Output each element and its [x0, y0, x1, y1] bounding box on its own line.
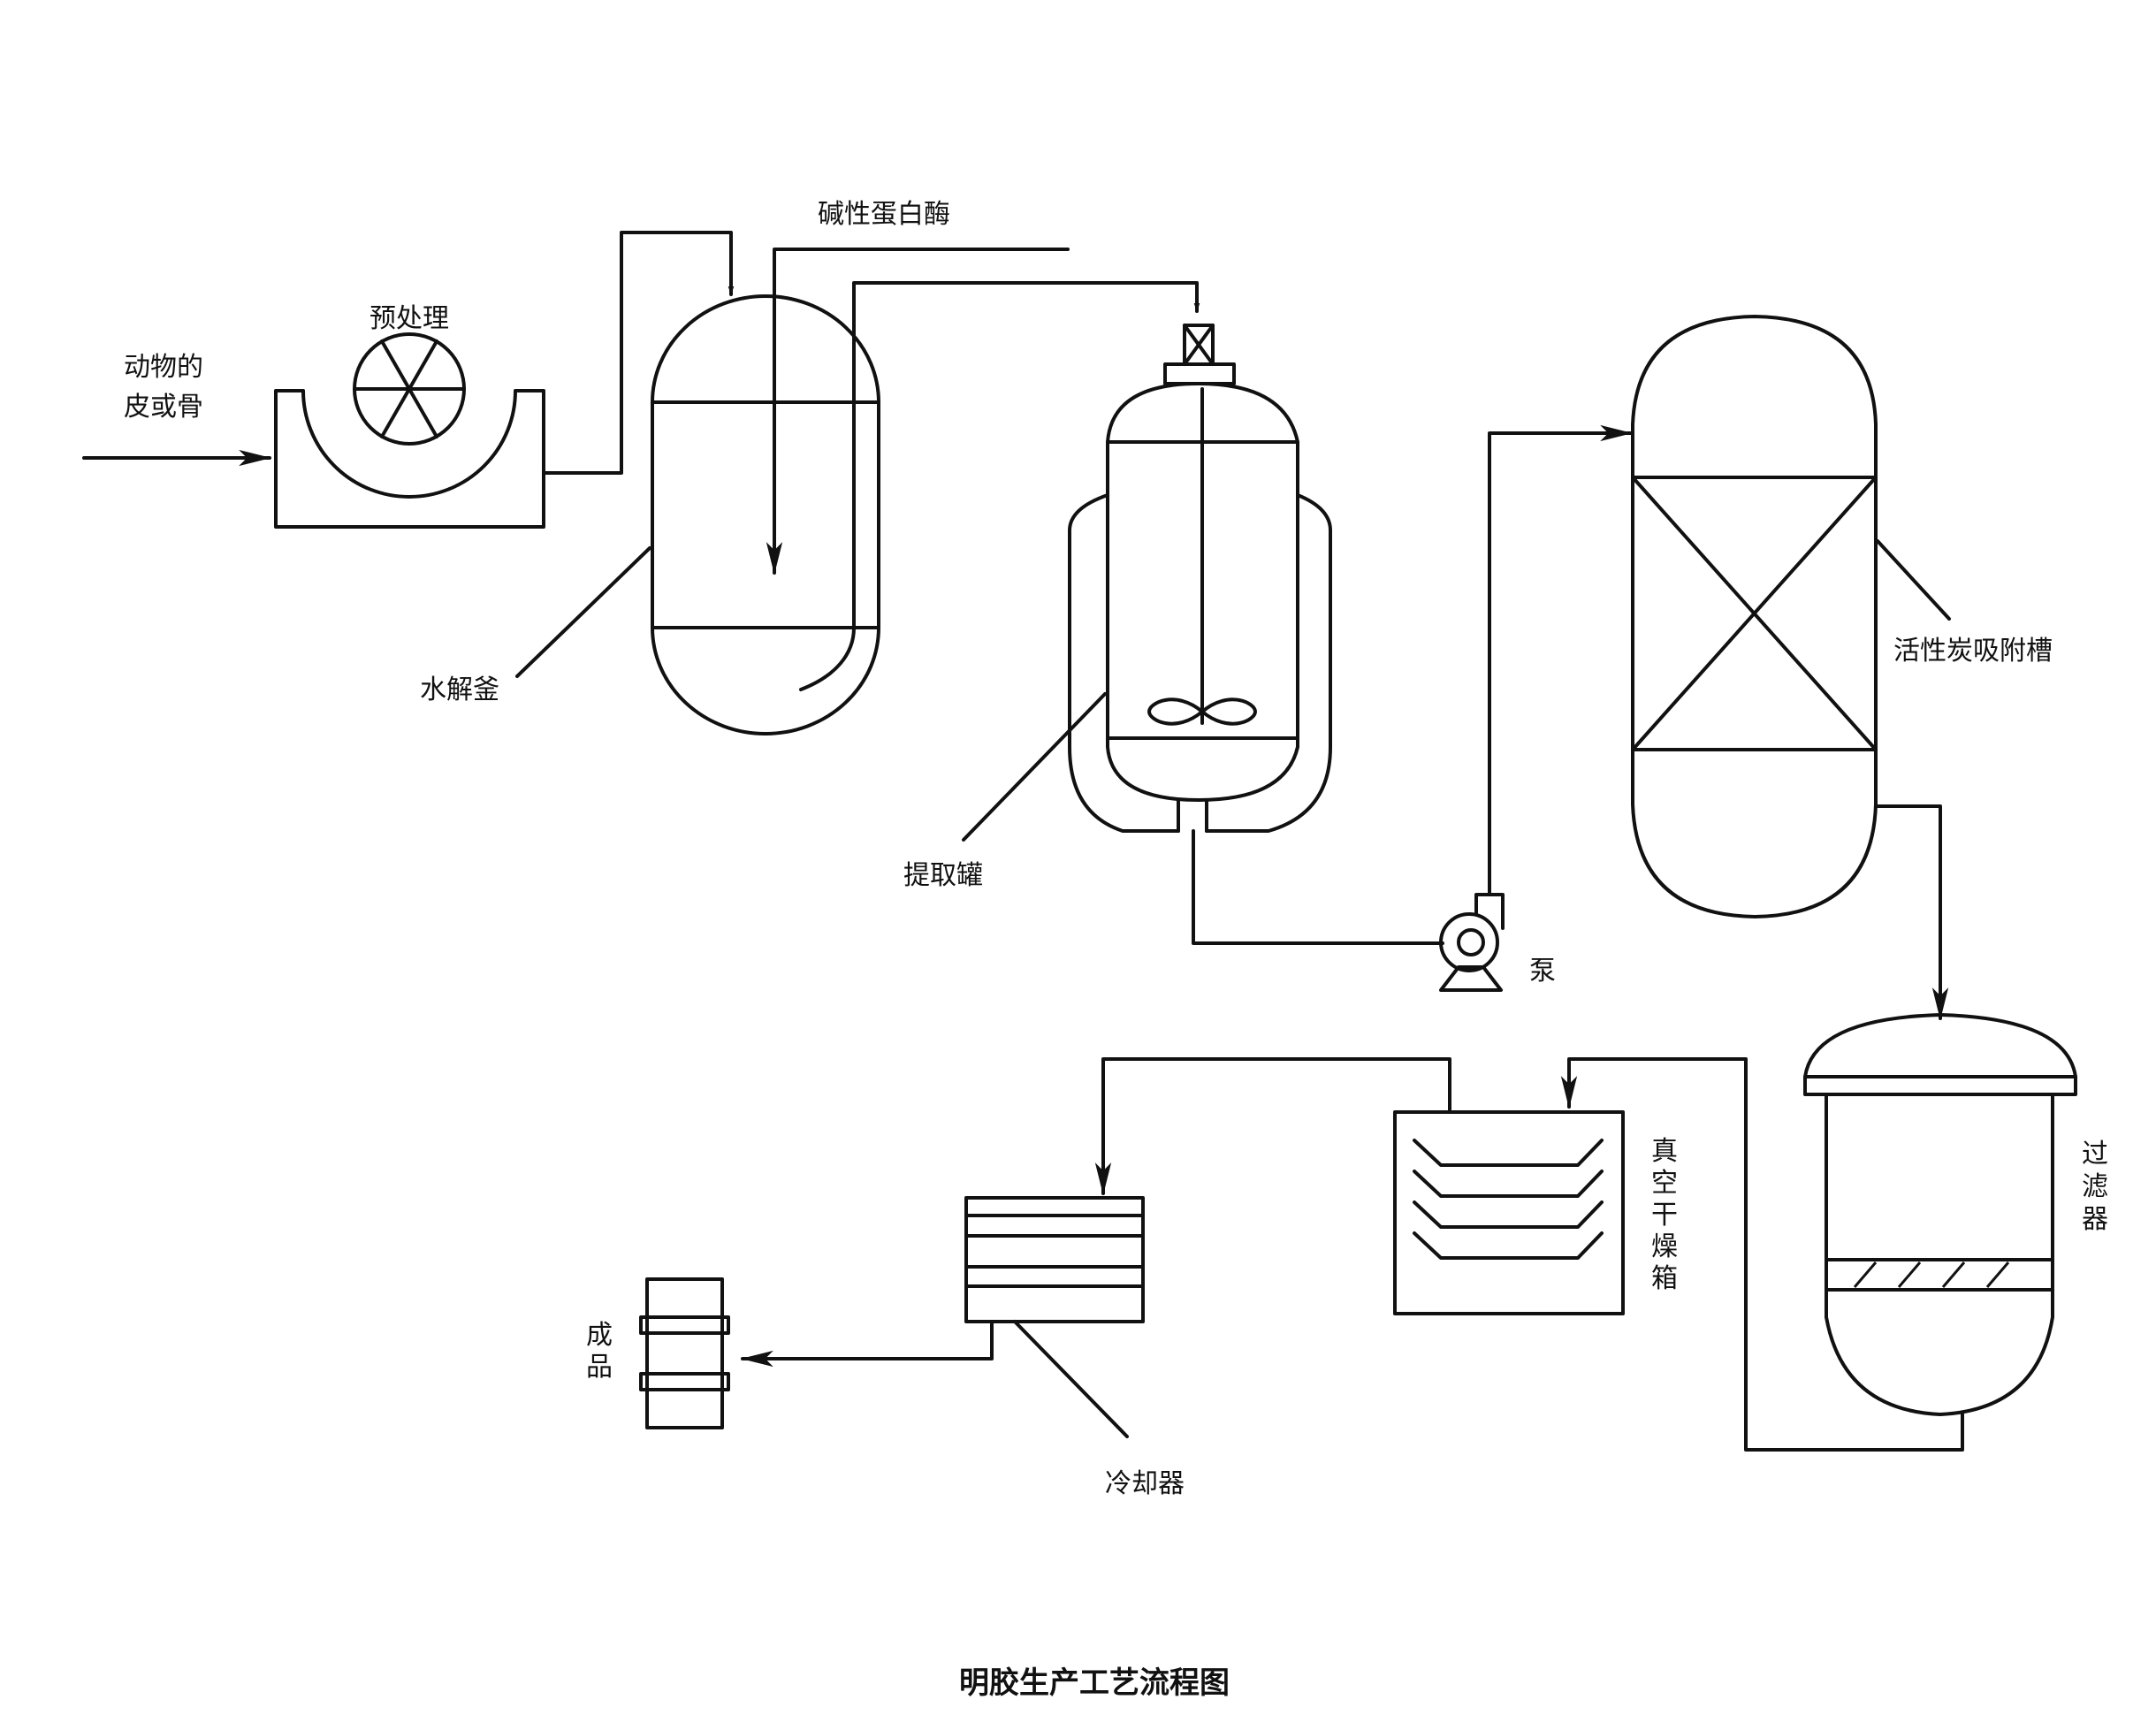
pretreatment-unit: 预处理	[274, 303, 545, 529]
diagram-title: 明胶生产工艺流程图	[959, 1665, 1230, 1701]
hydrolysis-outlet-pipe-bend	[799, 626, 856, 691]
pump-casing	[1439, 912, 1499, 972]
product-label-c1: 成	[586, 1320, 613, 1351]
pipe-cooler-to-product	[741, 1320, 994, 1368]
dryer-tray	[1413, 1231, 1604, 1260]
extraction-motor-base	[1163, 362, 1236, 385]
hydrolysis-kettle-vessel	[651, 294, 880, 735]
pipe-adsorption-to-filter	[1874, 804, 1949, 1020]
pump-label: 泵	[1529, 956, 1556, 987]
adsorption-tank-label: 活性炭吸附槽	[1893, 636, 2053, 667]
filter-lid	[1803, 1013, 2077, 1078]
pipe-pump-to-adsorption	[1488, 424, 1633, 896]
extraction-jacket-left	[1068, 493, 1180, 833]
pipe-extraction-to-pump	[1192, 829, 1444, 945]
dryer-tray	[1413, 1170, 1604, 1198]
raw-material-label-line1: 动物的	[124, 352, 203, 383]
hydrolysis-kettle: 水解釜	[420, 294, 880, 735]
finished-product: 成 品	[586, 1277, 730, 1429]
filter-label-c2: 滤	[2082, 1171, 2108, 1202]
product-label-c2: 品	[586, 1352, 613, 1383]
vacuum-dryer: 真 空 干 燥 箱	[1393, 1110, 1678, 1315]
pump-impeller	[1457, 928, 1485, 956]
dryer-cabinet	[1393, 1110, 1625, 1315]
filter-label-c3: 器	[2082, 1204, 2108, 1235]
agitator-impeller	[1147, 697, 1257, 726]
hydrolysis-leader-line	[515, 546, 651, 678]
pipe-dryer-to-cooler	[1094, 1057, 1451, 1195]
carbon-adsorption-tank: 活性炭吸附槽	[1631, 315, 2053, 918]
pipe-pretreatment-to-hydrolysis	[542, 231, 735, 475]
cooler-body	[964, 1196, 1145, 1323]
dryer-label-c2: 空	[1651, 1168, 1678, 1199]
extraction-leader-line	[962, 692, 1107, 842]
extraction-tank-label: 提取罐	[903, 860, 983, 891]
product-barrel-hoop	[639, 1315, 730, 1335]
product-barrel	[645, 1277, 724, 1429]
hydrolysis-kettle-label: 水解釜	[420, 674, 499, 705]
cooler-leader-line	[1013, 1320, 1129, 1438]
filter: 过 滤 器	[1803, 1013, 2108, 1416]
filter-body	[1825, 1093, 2054, 1416]
enzyme-feed-line	[766, 248, 1070, 575]
cooler-label: 冷却器	[1105, 1468, 1185, 1499]
dryer-label-c4: 燥	[1651, 1231, 1678, 1262]
pump: 泵	[1439, 893, 1556, 992]
dryer-label-c5: 箱	[1651, 1263, 1678, 1294]
carbon-bed	[1631, 476, 1878, 751]
dryer-label-c3: 干	[1651, 1200, 1678, 1231]
pretreatment-label: 预处理	[369, 303, 449, 334]
product-barrel-hoop	[639, 1372, 730, 1391]
dryer-label-c1: 真	[1651, 1136, 1678, 1167]
filter-flange	[1803, 1075, 2077, 1096]
pretreatment-trough	[274, 389, 545, 529]
enzyme-feed: 碱性蛋白酶	[766, 199, 1070, 575]
extraction-tank-vessel	[1106, 382, 1299, 802]
dryer-tray	[1413, 1200, 1604, 1229]
pipe-hydrolysis-to-extraction	[852, 281, 1200, 629]
adsorption-tank-vessel	[1631, 315, 1878, 918]
filter-label-c1: 过	[2082, 1139, 2108, 1170]
pipe-filter-to-dryer	[1560, 1057, 1964, 1452]
filter-medium	[1825, 1258, 2054, 1292]
raw-material-label-line2: 皮或骨	[124, 392, 203, 423]
extraction-tank: 提取罐	[903, 324, 1332, 891]
enzyme-label: 碱性蛋白酶	[818, 199, 950, 230]
cooler: 冷却器	[964, 1196, 1185, 1499]
adsorption-leader-line	[1876, 539, 1951, 621]
raw-material-input: 动物的 皮或骨	[82, 352, 271, 467]
dryer-tray	[1413, 1139, 1604, 1167]
extraction-jacket-right	[1205, 493, 1332, 833]
pump-base	[1439, 965, 1503, 992]
